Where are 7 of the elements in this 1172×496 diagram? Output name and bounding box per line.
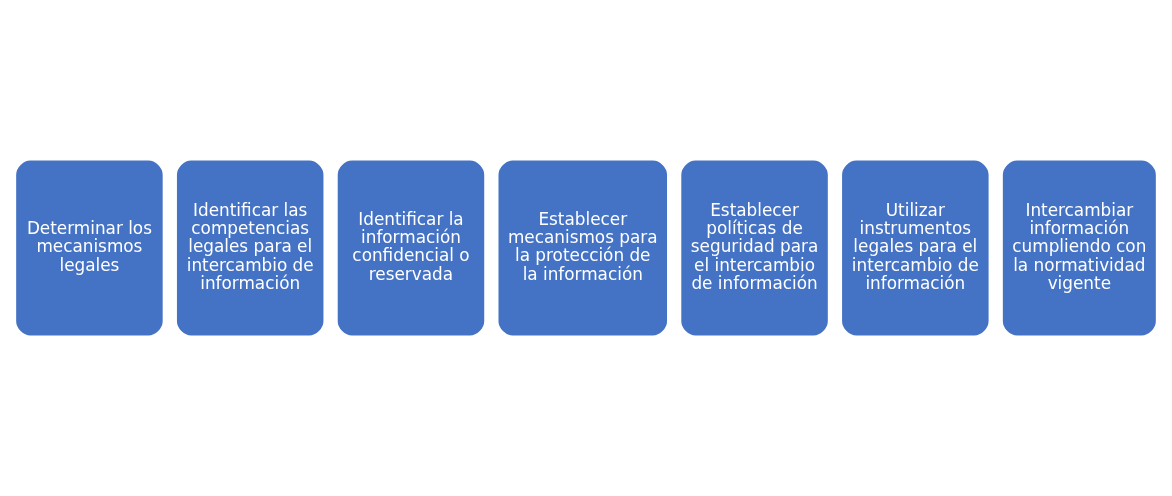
node-box: Utilizar instrumentos legales para el intercambio de información (839, 157, 992, 339)
node-box: Identificar las competencias legales para el intercambio de información (174, 157, 327, 339)
node-box: Establecer políticas de seguridad para el intercambio de información (678, 157, 831, 339)
node-box: Intercambiar información cumpliendo con la normatividad vigente (1000, 157, 1159, 339)
node-box: Identificar la información confidencial o reservada (335, 157, 487, 339)
node-box: Determinar los mecanismos legales (13, 157, 166, 339)
node-box: Establecer mecanismos para la protección de la información (495, 157, 670, 339)
